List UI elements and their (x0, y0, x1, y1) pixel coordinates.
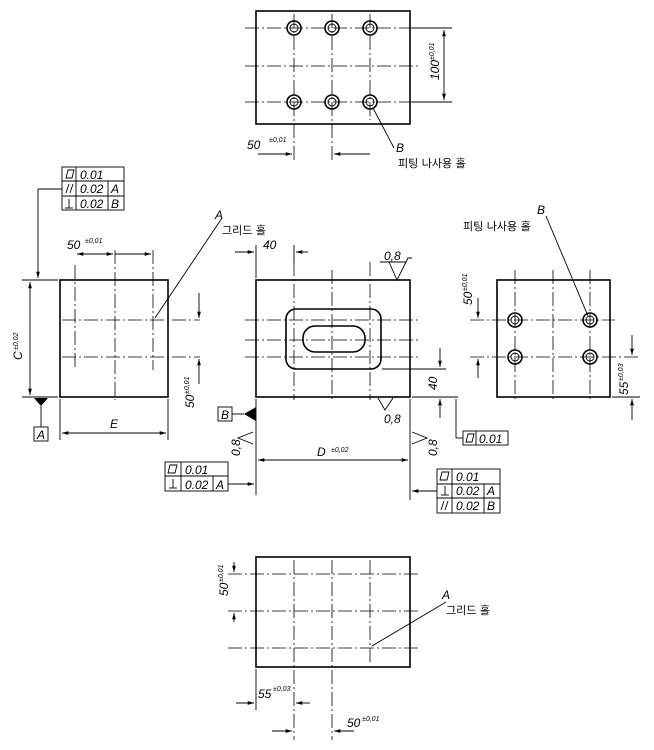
svg-text:0,8: 0,8 (229, 439, 243, 456)
label-b-top: B (396, 141, 404, 155)
svg-text:0.01: 0.01 (456, 470, 479, 484)
svg-text:C: C (11, 351, 25, 360)
datum-b: B (221, 408, 229, 422)
svg-text:100: 100 (428, 60, 442, 80)
svg-text:0.01: 0.01 (185, 463, 208, 477)
svg-text:0.01: 0.01 (479, 432, 502, 446)
svg-text:±0,01: ±0,01 (462, 273, 469, 291)
svg-text:55: 55 (617, 381, 631, 395)
svg-text:0.02: 0.02 (80, 182, 104, 196)
svg-text:50: 50 (461, 291, 475, 305)
gdt-frame-center-right: 0.01 0.02 A 0.02 B (412, 468, 501, 514)
svg-text:B: B (537, 203, 545, 217)
svg-text:A: A (441, 588, 450, 602)
svg-text:A: A (214, 208, 223, 222)
svg-text:0.02: 0.02 (456, 499, 480, 513)
gdt-frame-left: 0.01 0.02 A 0.02 B (36, 166, 125, 278)
center-plate-outline (255, 279, 411, 398)
pocket-outer (285, 308, 382, 370)
svg-text:±0,01: ±0,01 (362, 716, 380, 723)
dim-c: C ±0,02 (11, 332, 25, 360)
grid-hole-label-bottom: 그리드 홀 (446, 604, 490, 617)
roughness-mark-bottom: 0,8 (377, 397, 401, 426)
dim-e: E (110, 417, 119, 431)
fitting-holes-top (286, 20, 378, 110)
svg-text:B: B (487, 499, 495, 513)
svg-text:50: 50 (183, 394, 197, 408)
svg-text:±0,01: ±0,01 (218, 564, 225, 582)
svg-text:±0,03: ±0,03 (618, 363, 625, 381)
svg-text:±0,02: ±0,02 (13, 332, 20, 350)
roughness-mark-top: 0,8 (380, 249, 412, 282)
svg-text:50: 50 (217, 582, 231, 596)
grid-hole-label-left: 그리드 홀 (222, 224, 266, 237)
svg-text:0.02: 0.02 (80, 197, 104, 211)
dim-50-left: 50 (67, 238, 81, 252)
dim-100-top: 100 ±0,01 (428, 42, 442, 80)
datum-a: A (36, 428, 45, 442)
dim-40-top: 40 (263, 238, 277, 252)
svg-text:A: A (110, 182, 119, 196)
svg-text:A: A (215, 478, 224, 492)
svg-text:±0,01: ±0,01 (184, 376, 191, 394)
svg-text:±0,01: ±0,01 (85, 238, 103, 245)
svg-text:0.01: 0.01 (80, 168, 103, 182)
pocket-slot (302, 325, 366, 353)
svg-text:0,8: 0,8 (426, 439, 440, 456)
fitting-hole-label-right: 피팅 나사용 홀 (463, 220, 531, 233)
svg-text:±0,02: ±0,02 (331, 447, 349, 454)
right-plate-outline (496, 279, 611, 398)
svg-text:B: B (111, 197, 119, 211)
svg-text:40: 40 (426, 376, 440, 390)
svg-text:0,8: 0,8 (384, 412, 401, 426)
gdt-flatness-right: 0.01 (455, 399, 509, 446)
bottom-plate-outline (255, 556, 411, 668)
dim-40-right: 40 (426, 376, 440, 390)
dim-55-right: 55 ±0,03 (617, 363, 631, 395)
dim-d: D (317, 445, 326, 459)
svg-text:0,8: 0,8 (384, 249, 401, 263)
center-view: 40 40 0,8 0,8 0,8 0,8 B (164, 238, 509, 514)
dim-55-bottom: 55 (258, 687, 272, 701)
left-plate-outline (59, 279, 169, 398)
dim-50-top: 50 (247, 138, 261, 152)
fitting-holes-right (507, 312, 598, 365)
roughness-mark-left: 0,8 (229, 431, 254, 456)
svg-text:0.02: 0.02 (185, 478, 209, 492)
right-view: 50 ±0,01 55 ±0,03 B 피팅 나사용 홀 (461, 203, 640, 420)
gdt-frame-center-left: 0.01 0.02 A (164, 461, 254, 492)
svg-text:A: A (486, 484, 495, 498)
left-view: 50 ±0,01 50 ±0,01 C ±0,02 E A (11, 166, 266, 442)
dim-50-bottom: 50 (347, 716, 361, 730)
svg-text:±0,03: ±0,03 (273, 686, 291, 693)
svg-text:0.02: 0.02 (456, 484, 480, 498)
svg-text:±0,01: ±0,01 (429, 42, 436, 60)
top-view: 100 ±0,01 50 ±0,01 B 피팅 나사용 홀 (245, 10, 466, 170)
fitting-hole-label-top: 피팅 나사용 홀 (398, 157, 466, 170)
dim-50-bottom-left: 50 ±0,01 (217, 564, 231, 596)
top-plate-outline (255, 10, 411, 125)
roughness-mark-right: 0,8 (411, 431, 440, 456)
svg-text:±0,01: ±0,01 (269, 137, 287, 144)
bottom-view: 50 ±0,01 55 ±0,03 50 ±0,01 A 그리드 홀 (217, 556, 490, 740)
